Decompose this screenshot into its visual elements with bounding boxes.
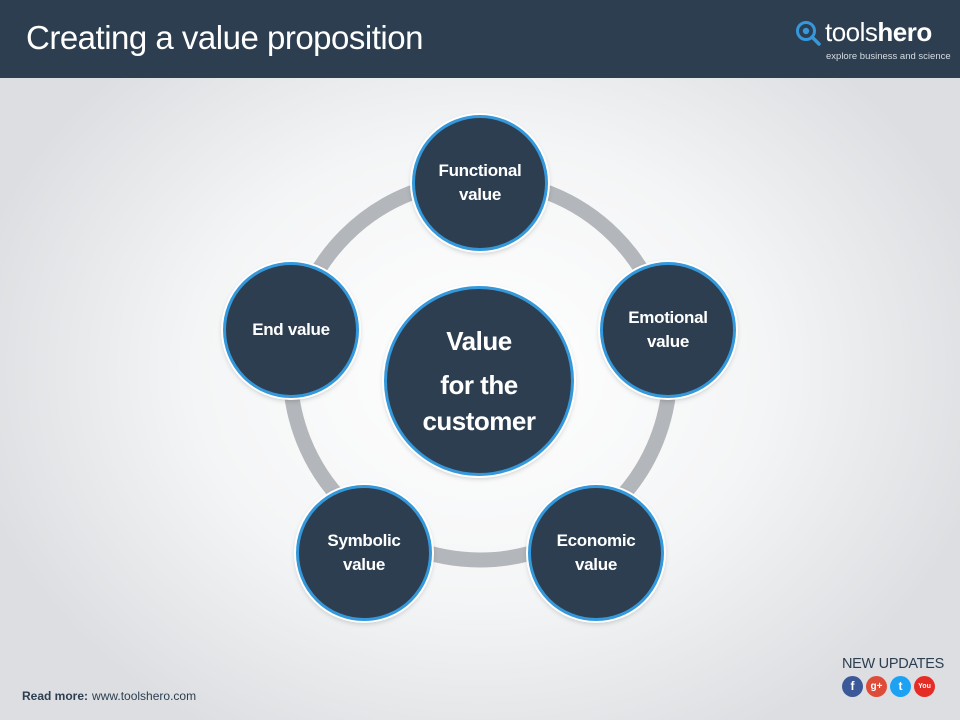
- toolshero-logo[interactable]: toolshero explore business and science: [795, 14, 951, 66]
- read-more-line: Read more:www.toolshero.com: [22, 689, 196, 703]
- node-label: Economic value: [556, 531, 636, 574]
- node-label: Functional value: [438, 161, 522, 204]
- node-emotional-value: Emotional value: [600, 262, 736, 398]
- magnifier-gear-icon: [796, 21, 821, 46]
- value-proposition-diagram: Value for the customer Functional value …: [0, 78, 960, 720]
- node-end-value: End value: [223, 262, 359, 398]
- center-node: Value for the customer: [384, 286, 574, 476]
- youtube-icon[interactable]: You: [914, 676, 935, 697]
- social-icons: f g+ t You: [842, 676, 942, 697]
- new-updates: NEW UPDATES f g+ t You: [842, 656, 944, 697]
- node-label: Emotional value: [628, 308, 708, 351]
- node-label: Symbolic value: [327, 531, 401, 574]
- twitter-icon[interactable]: t: [890, 676, 911, 697]
- new-updates-title: NEW UPDATES: [842, 656, 944, 672]
- read-more-link[interactable]: www.toolshero.com: [92, 689, 197, 703]
- read-more-label: Read more:: [22, 689, 89, 703]
- logo-tagline: explore business and science: [826, 51, 951, 62]
- node-economic-value: Economic value: [528, 485, 664, 621]
- node-functional-value: Functional value: [412, 115, 548, 251]
- node-label: End value: [252, 320, 330, 339]
- page-title: Creating a value proposition: [26, 19, 423, 56]
- center-label-line2: for the: [440, 370, 518, 400]
- header-bar: Creating a value proposition toolshero e…: [0, 0, 960, 78]
- center-label-line1: Value: [446, 326, 512, 356]
- center-label-line3: customer: [422, 406, 536, 436]
- logo-wordmark: toolshero: [825, 17, 932, 47]
- facebook-icon[interactable]: f: [842, 676, 863, 697]
- node-symbolic-value: Symbolic value: [296, 485, 432, 621]
- google-plus-icon[interactable]: g+: [866, 676, 887, 697]
